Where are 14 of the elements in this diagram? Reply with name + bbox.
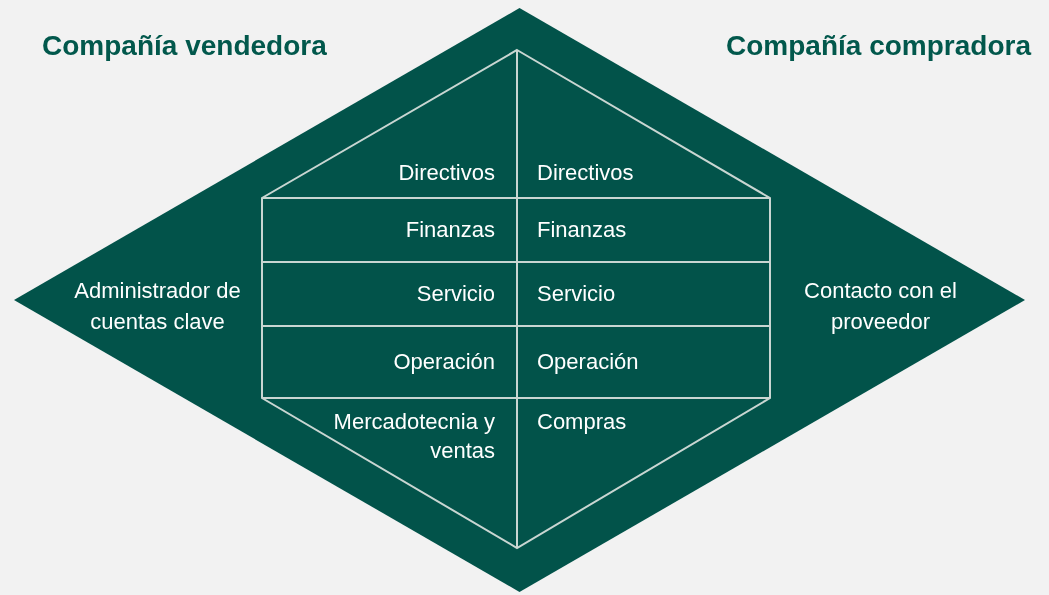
role-label: Mercadotecnia y ventas — [332, 408, 495, 465]
company-heading: Compañía compradora — [726, 30, 1031, 62]
role-label: Operación — [537, 347, 639, 376]
role-label: Servicio — [416, 279, 495, 308]
role-label: Finanzas — [405, 215, 495, 244]
side-label: Administrador de cuentas clave — [73, 277, 242, 336]
role-label: Compras — [537, 408, 627, 436]
side-label: Contacto con el proveedor — [803, 277, 958, 336]
role-label: Operación — [393, 347, 495, 376]
role-label: Directivos — [398, 159, 495, 188]
role-label: Finanzas — [537, 215, 627, 244]
role-label: Servicio — [537, 279, 616, 308]
company-heading: Compañía vendedora — [42, 30, 327, 62]
role-label: Directivos — [537, 159, 634, 188]
